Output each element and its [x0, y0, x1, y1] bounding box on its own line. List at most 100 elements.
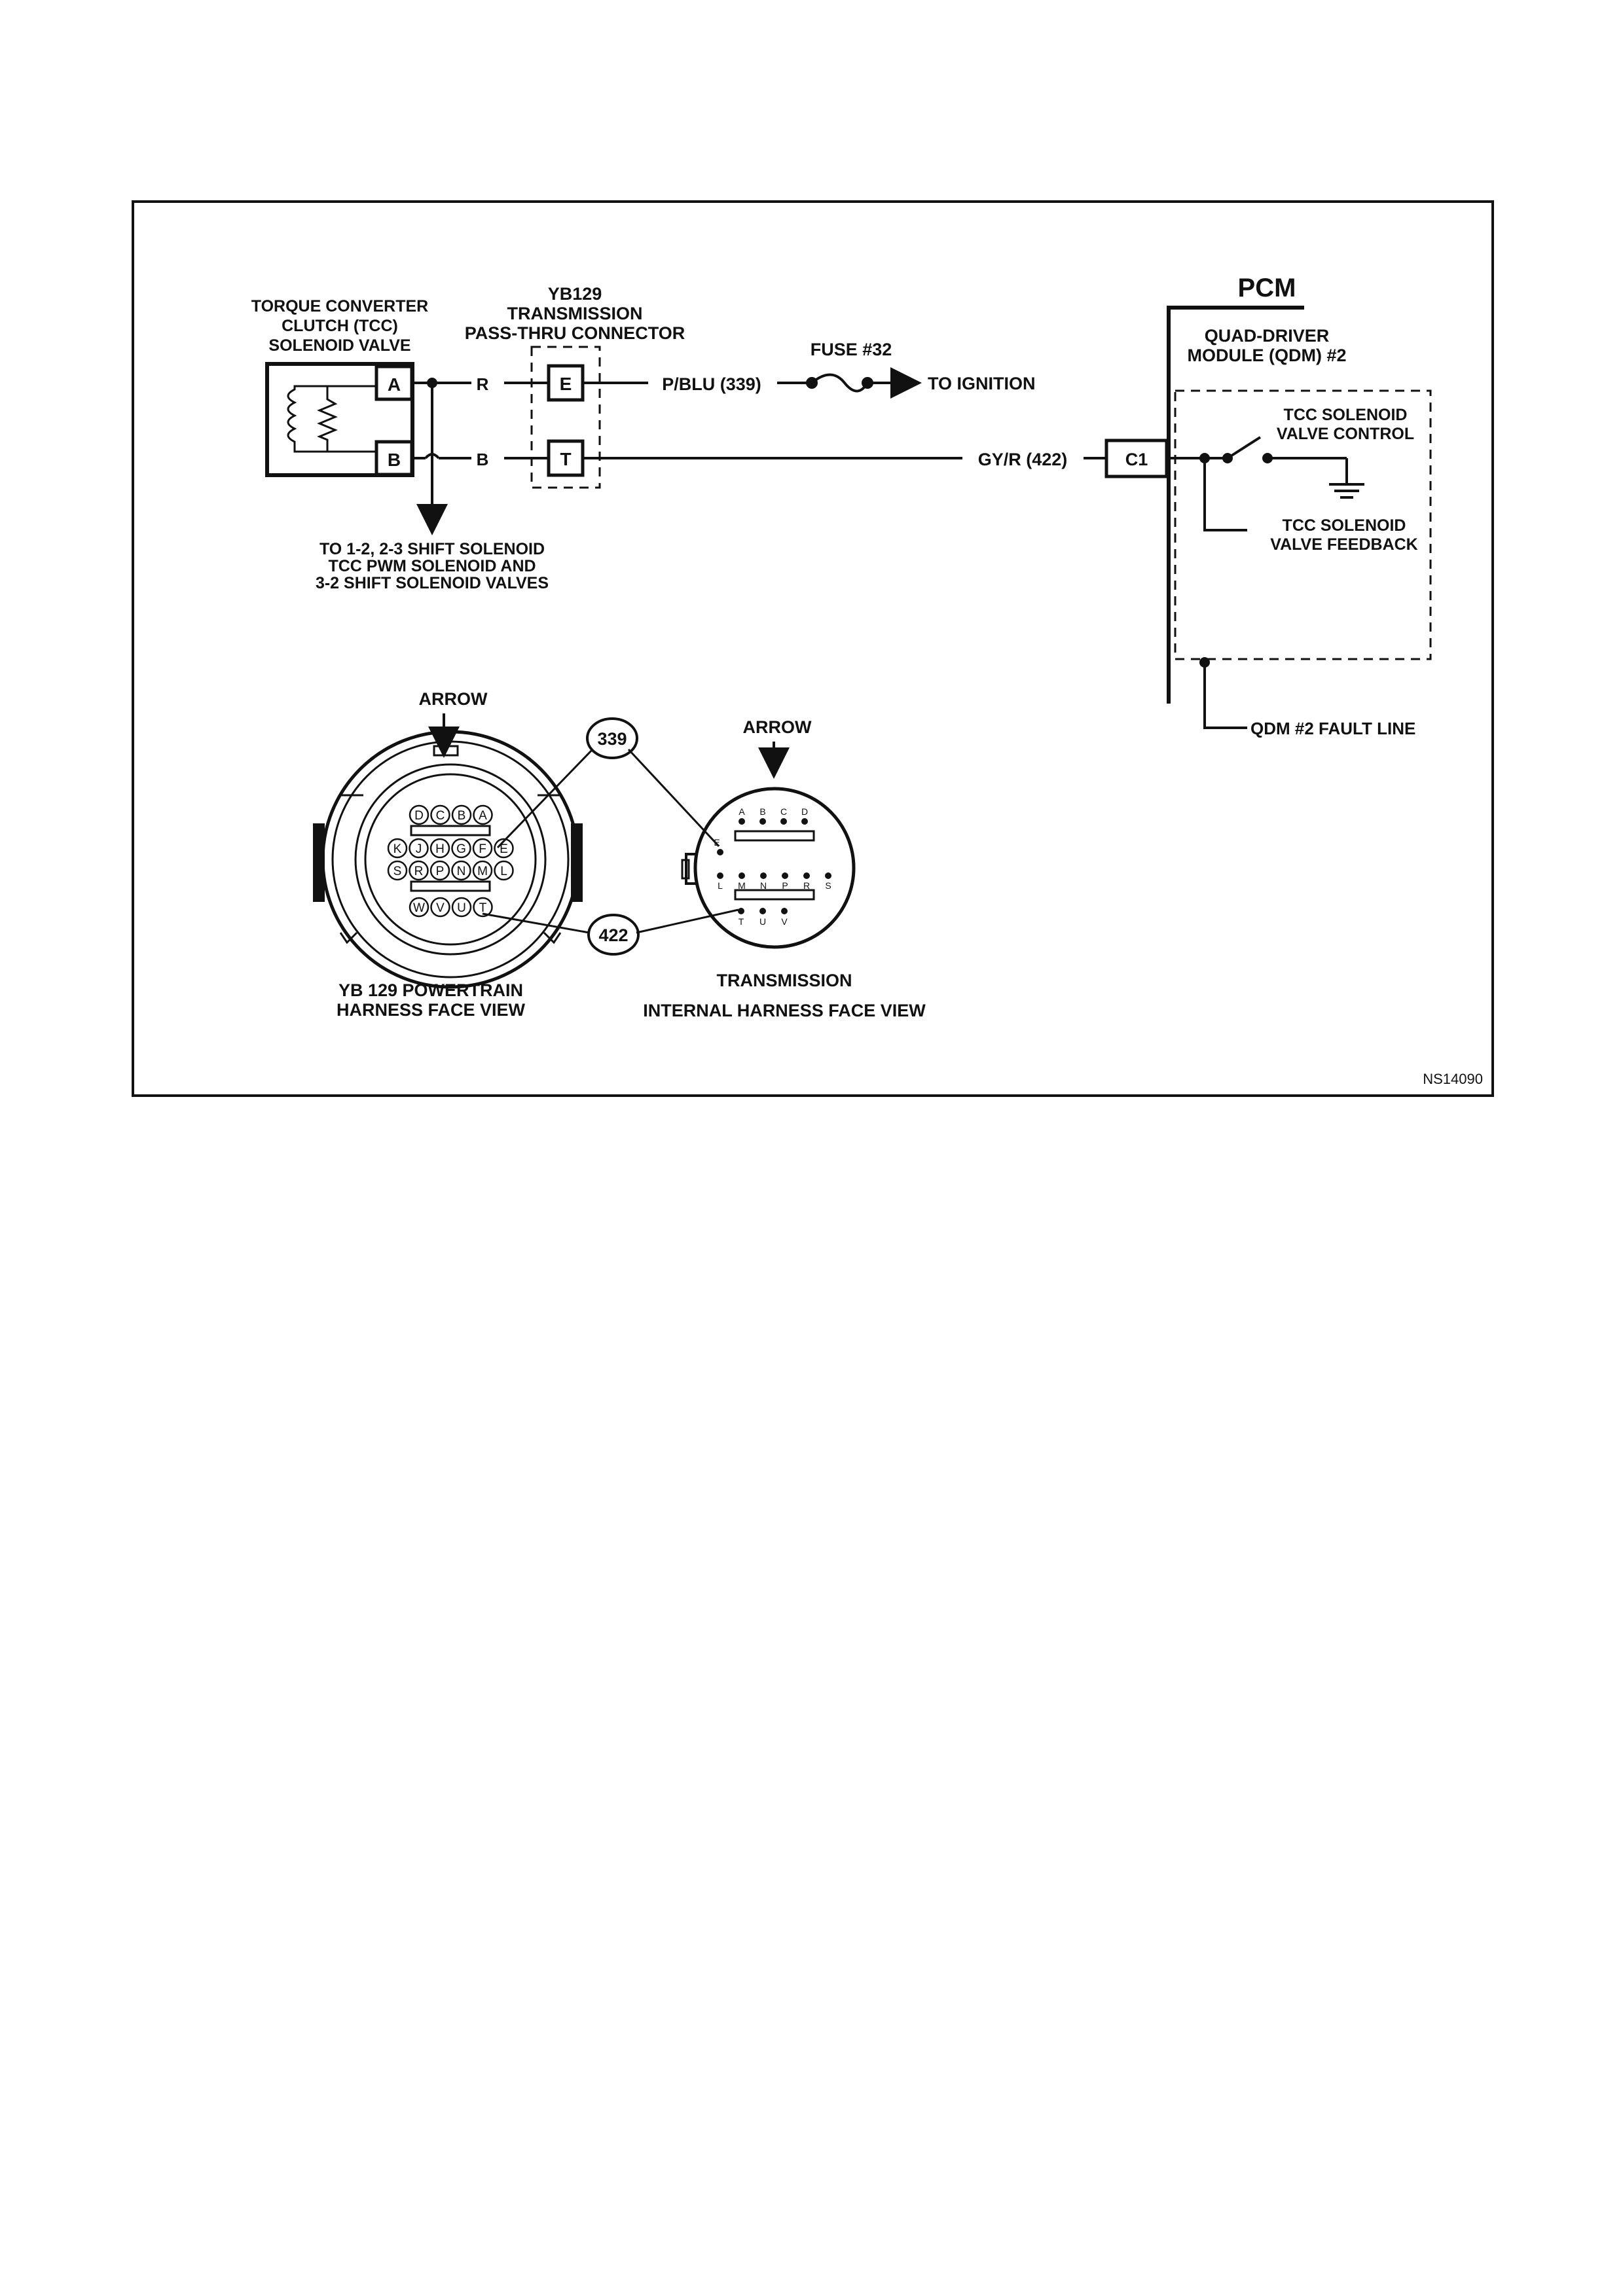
- yb129-pin-label-K: K: [393, 842, 402, 856]
- internal-pin-label-B: B: [759, 806, 765, 817]
- yb129-pin-label-L: L: [500, 865, 507, 878]
- pass-thru-label-line3: PASS-THRU CONNECTOR: [465, 323, 685, 343]
- internal-pin-S: [825, 872, 831, 879]
- tcc-valve-label-line3: SOLENOID VALVE: [268, 336, 410, 355]
- yb129-pin-K: [387, 838, 408, 859]
- yb129-caption-line2: HARNESS FACE VIEW: [337, 1000, 526, 1020]
- internal-pin-M: [739, 872, 745, 879]
- yb129-pin-label-P: P: [436, 865, 445, 878]
- yb129-pin-label-S: S: [393, 865, 402, 878]
- callouts: 339 422: [482, 717, 739, 956]
- internal-pin-label-E: E: [714, 837, 720, 848]
- callout-339-leader-right: [627, 748, 720, 848]
- yb129-pin-B: [451, 804, 472, 825]
- internal-key-tab: [685, 853, 697, 885]
- fault-line-label: QDM #2 FAULT LINE: [1250, 719, 1415, 738]
- yb129-arrow-label: ARROW: [419, 689, 488, 709]
- ground-icon: [1329, 483, 1364, 499]
- yb129-pin-M: [472, 860, 493, 881]
- other-solenoids-line3: 3-2 SHIFT SOLENOID VALVES: [316, 574, 549, 592]
- internal-pin-label-T: T: [739, 916, 744, 927]
- yb129-pin-G: [451, 838, 471, 859]
- ground-control-circuit: GY/R (422) C1: [583, 439, 1205, 478]
- callout-422-leader-right: [636, 908, 739, 934]
- internal-pin-label-N: N: [760, 880, 767, 891]
- internal-pin-E: [717, 849, 723, 855]
- internal-pin-N: [760, 872, 767, 879]
- yb129-outer-ring: [321, 730, 580, 989]
- yb129-left-latch: [313, 823, 325, 902]
- qdm-label-line1: QUAD-DRIVER: [1205, 326, 1330, 346]
- yb129-pin-F: [472, 838, 493, 859]
- internal-caption-line2: INTERNAL HARNESS FACE VIEW: [643, 1001, 926, 1020]
- internal-caption-line1: TRANSMISSION: [716, 971, 852, 990]
- callout-422-leader-left: [482, 912, 590, 934]
- yb129-pin-C: [430, 804, 450, 825]
- internal-pin-A: [739, 818, 745, 825]
- pin-t-label: T: [560, 449, 571, 469]
- yb129-pin-L: [494, 860, 514, 881]
- yb129-pin-label-V: V: [436, 901, 445, 915]
- yb129-pin-N: [451, 860, 471, 881]
- pass-thru-label-line1: YB129: [548, 284, 602, 304]
- internal-pin-P: [782, 872, 788, 879]
- internal-pin-label-R: R: [803, 880, 810, 891]
- internal-pin-R: [803, 872, 810, 879]
- yb129-pin-label-H: H: [435, 842, 445, 856]
- internal-pin-V: [781, 908, 788, 914]
- yb129-key-tab: [433, 745, 459, 757]
- yb129-pin-H: [429, 838, 450, 859]
- wire-pblu-label: P/BLU (339): [662, 374, 761, 394]
- yb129-pin-label-C: C: [436, 809, 445, 823]
- pass-thru-dashed-housing: [530, 346, 601, 489]
- resistor-symbol: [317, 386, 338, 452]
- figure-id: NS14090: [1423, 1071, 1483, 1087]
- internal-pin-D: [801, 818, 808, 825]
- yb129-pin-label-J: J: [416, 842, 422, 856]
- switch-blade: [1226, 436, 1262, 459]
- yb129-inner-ring-1: [331, 740, 570, 978]
- feedback-line: [1203, 458, 1247, 531]
- wire-r-label: R: [477, 374, 489, 394]
- yb129-pin-label-N: N: [457, 865, 466, 878]
- yb129-pin-S: [387, 860, 408, 881]
- fuse-label: FUSE #32: [811, 340, 892, 359]
- yb129-pin-label-T: T: [479, 901, 487, 915]
- yb129-pin-label-F: F: [479, 842, 486, 856]
- tcc-valve-label-line2: CLUTCH (TCC): [282, 317, 398, 335]
- yb129-pin-label-U: U: [457, 901, 466, 915]
- yb129-pin-W: [409, 897, 429, 918]
- other-solenoids-line1: TO 1-2, 2-3 SHIFT SOLENOID: [319, 540, 545, 558]
- control-label-line1: TCC SOLENOID: [1284, 406, 1408, 424]
- ignition-circuit: P/BLU (339) FUSE #32 TO IGNITION: [583, 340, 1036, 399]
- internal-pin-C: [780, 818, 787, 825]
- internal-arrow-label: ARROW: [743, 717, 812, 737]
- feedback-label-line2: VALVE FEEDBACK: [1270, 535, 1417, 554]
- internal-bar-bottom: [734, 889, 815, 901]
- wires-left: R B TO 1-2, 2-3 SHIFT SOLENOID TCC PWM S…: [316, 374, 549, 592]
- yb129-pin-E: [494, 838, 514, 859]
- tcc-valve-label-line1: TORQUE CONVERTER: [251, 297, 428, 315]
- c1-label: C1: [1125, 450, 1148, 469]
- pin-e-label: E: [560, 374, 572, 394]
- diagram-frame: [132, 200, 1494, 1097]
- tcc-valve-body: [265, 362, 414, 477]
- yb129-pin-A: [473, 804, 493, 825]
- internal-pin-label-U: U: [759, 916, 766, 927]
- pcm: PCM QUAD-DRIVER MODULE (QDM) #2 TCC SOLE…: [1167, 274, 1432, 738]
- internal-pin-label-V: V: [781, 916, 788, 927]
- callout-422-label: 422: [598, 925, 628, 945]
- internal-pin-L: [717, 872, 723, 879]
- yb129-pin-label-R: R: [414, 865, 424, 878]
- internal-pin-label-D: D: [801, 806, 808, 817]
- yb129-inner-ring-2: [354, 763, 547, 956]
- internal-outer-ring: [693, 787, 856, 949]
- qdm-dashed-box: [1174, 389, 1432, 660]
- yb129-pin-label-M: M: [477, 865, 488, 878]
- coil-symbol: [287, 385, 376, 453]
- internal-pin-label-L: L: [718, 880, 723, 891]
- pin-b-label: B: [388, 450, 401, 470]
- yb129-pin-label-W: W: [413, 901, 425, 915]
